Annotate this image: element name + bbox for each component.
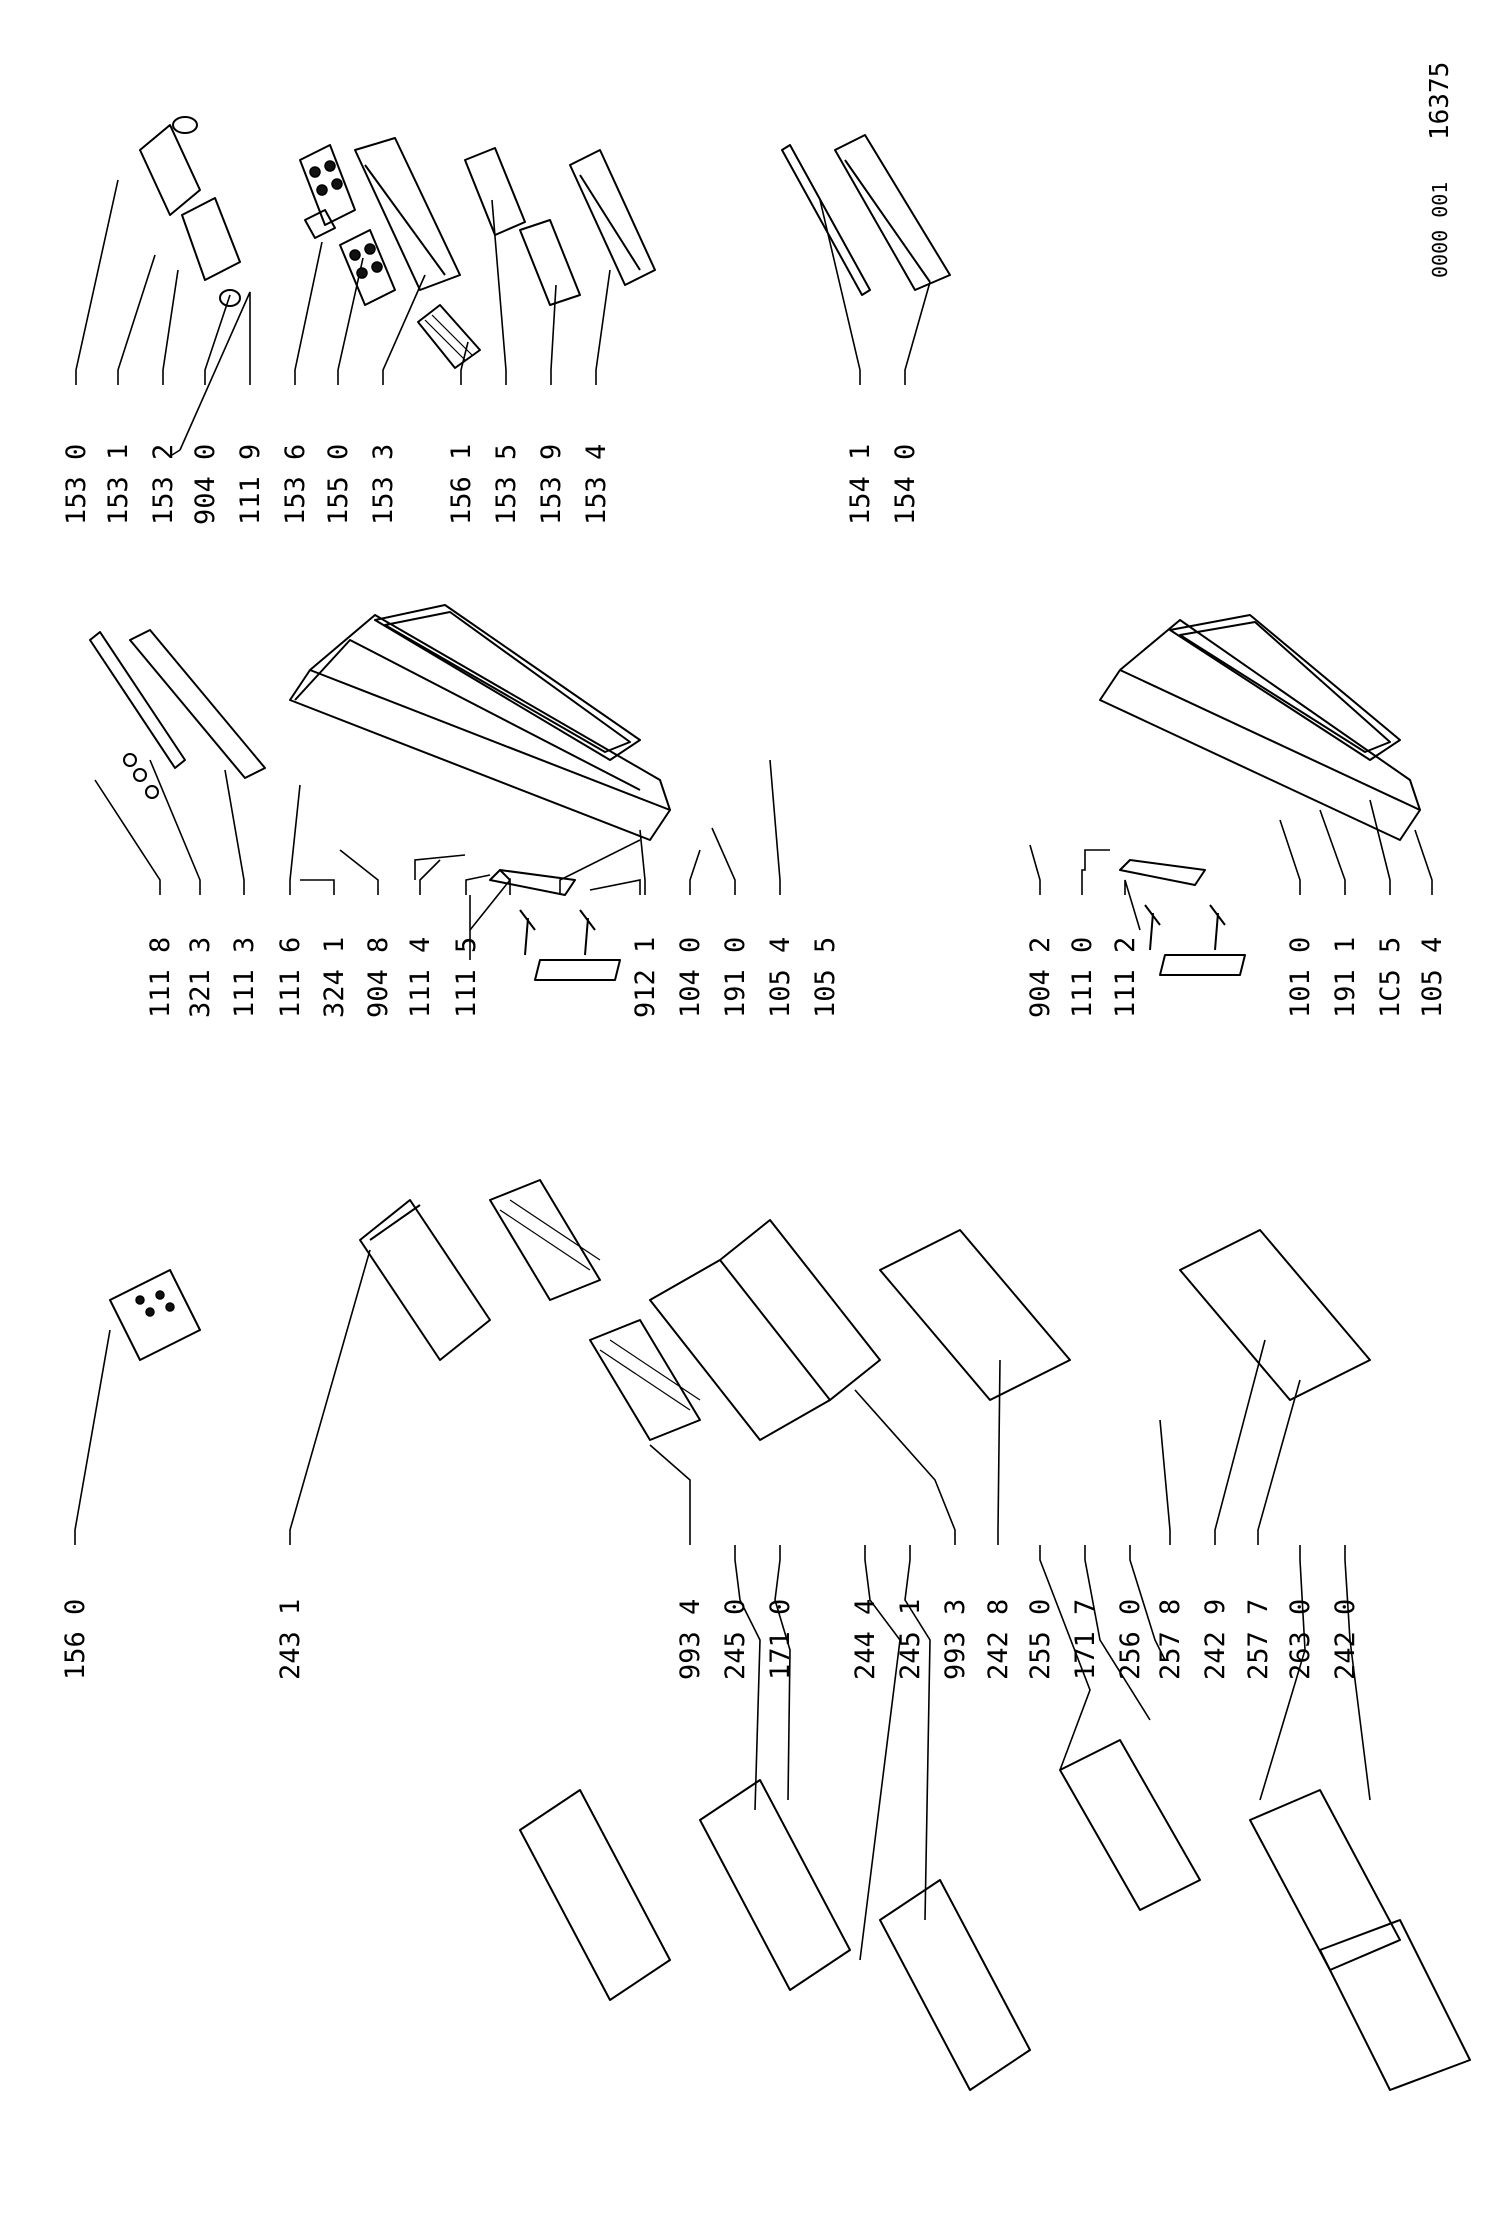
label-256-0: 256 0 bbox=[1115, 1599, 1146, 1680]
part-dairy-compartment-body bbox=[181, 197, 241, 307]
label-242-9: 242 9 bbox=[1200, 1599, 1231, 1680]
label-105-5: 105 5 bbox=[810, 937, 841, 1018]
part-door-bin-2 bbox=[519, 219, 581, 306]
part-door-panel-lower bbox=[1099, 619, 1421, 841]
label-321-3: 321 3 bbox=[185, 937, 216, 1018]
label-153-0: 153 0 bbox=[61, 444, 92, 525]
label-257-8: 257 8 bbox=[1155, 1599, 1186, 1680]
labels-top-right: 153 0 153 1 153 2 904 0 111 9 153 6 155 … bbox=[61, 444, 921, 525]
part-hinge-upper bbox=[489, 869, 576, 896]
label-153-9: 153 9 bbox=[536, 444, 567, 525]
part-crisper-drawer-1 bbox=[649, 1219, 881, 1441]
label-105-4-upper: 105 4 bbox=[765, 937, 796, 1018]
label-153-6: 153 6 bbox=[280, 444, 311, 525]
part-door-shelf-large bbox=[569, 149, 656, 286]
label-153-5: 153 5 bbox=[491, 444, 522, 525]
part-egg-tray-2 bbox=[339, 229, 396, 306]
label-153-2: 153 2 bbox=[148, 444, 179, 525]
label-156-1: 156 1 bbox=[446, 444, 477, 525]
label-242-0: 242 0 bbox=[1330, 1599, 1361, 1680]
part-hinge-pins bbox=[123, 753, 159, 799]
label-154-0: 154 0 bbox=[890, 444, 921, 525]
part-crisper-cover bbox=[489, 1179, 601, 1301]
part-wire-shelf-2 bbox=[699, 1779, 851, 1991]
label-155-0: 155 0 bbox=[323, 444, 354, 525]
part-door-gasket-lower bbox=[1169, 614, 1401, 761]
label-154-1: 154 1 bbox=[845, 444, 876, 525]
part-bottle-shelf bbox=[834, 134, 951, 291]
label-904-2: 904 2 bbox=[1025, 937, 1056, 1018]
label-156-0: 156 0 bbox=[60, 1599, 91, 1680]
label-324-1: 324 1 bbox=[319, 937, 350, 1018]
label-153-4: 153 4 bbox=[581, 444, 612, 525]
label-912-1: 912 1 bbox=[630, 937, 661, 1018]
part-bottle-holder bbox=[417, 304, 481, 369]
part-cover-strip-upper bbox=[534, 959, 621, 981]
part-clip bbox=[304, 209, 336, 239]
part-glass-shelf bbox=[359, 1199, 491, 1361]
part-door-bin-1 bbox=[464, 147, 526, 236]
part-egg-tray-1 bbox=[299, 144, 356, 226]
label-191-1: 191 1 bbox=[1330, 937, 1361, 1018]
part-cover-strip-lower bbox=[1159, 954, 1246, 976]
label-104-0: 104 0 bbox=[675, 937, 706, 1018]
leader-lines bbox=[74, 179, 1433, 1961]
part-wire-shelf-3 bbox=[879, 1879, 1031, 2091]
part-freezer-drawer-1 bbox=[879, 1229, 1071, 1401]
label-171-0: 171 0 bbox=[765, 1599, 796, 1680]
part-freezer-basket-1 bbox=[1249, 1789, 1401, 1971]
label-904-8: 904 8 bbox=[363, 937, 394, 1018]
part-door-panel-upper bbox=[289, 614, 671, 841]
label-904-0: 904 0 bbox=[190, 444, 221, 525]
label-101-0: 101 0 bbox=[1285, 937, 1316, 1018]
label-111-4: 111 4 bbox=[405, 937, 436, 1018]
part-door-gasket-upper bbox=[374, 604, 641, 761]
label-263-0: 263 0 bbox=[1285, 1599, 1316, 1680]
drawing-id: 16375 bbox=[1425, 62, 1455, 140]
label-153-1: 153 1 bbox=[103, 444, 134, 525]
label-105-4-lower: 105 4 bbox=[1417, 937, 1448, 1018]
label-153-3: 153 3 bbox=[368, 444, 399, 525]
label-111-0: 111 0 bbox=[1067, 937, 1098, 1018]
label-111-6: 111 6 bbox=[275, 937, 306, 1018]
part-screws-lower bbox=[1144, 904, 1226, 951]
part-screws-upper bbox=[519, 909, 596, 956]
label-244-4: 244 4 bbox=[850, 1599, 881, 1680]
label-111-2: 111 2 bbox=[1110, 937, 1141, 1018]
label-191-0: 191 0 bbox=[720, 937, 751, 1018]
part-hinge-lower bbox=[1119, 859, 1206, 886]
part-dairy-compartment-lid bbox=[139, 116, 201, 216]
part-handle-bar bbox=[89, 629, 266, 779]
label-993-4: 993 4 bbox=[675, 1599, 706, 1680]
label-245-1: 245 1 bbox=[895, 1599, 926, 1680]
labels-upper-door: 111 8 321 3 111 3 111 6 324 1 904 8 111 … bbox=[145, 937, 841, 1018]
label-993-3: 993 3 bbox=[940, 1599, 971, 1680]
part-door-shelf-small bbox=[354, 137, 461, 291]
label-1c5-5: 1C5 5 bbox=[1375, 937, 1406, 1018]
label-111-5: 111 5 bbox=[451, 937, 482, 1018]
part-ice-tray bbox=[109, 1269, 201, 1361]
labels-lower-door: 904 2 111 0 111 2 101 0 191 1 1C5 5 105 … bbox=[1025, 937, 1448, 1018]
part-freezer-flap bbox=[1059, 1739, 1201, 1911]
part-wire-shelf-1 bbox=[519, 1789, 671, 2001]
document-number: 0000 001 bbox=[1428, 182, 1452, 278]
label-171-7: 171 7 bbox=[1070, 1599, 1101, 1680]
label-245-0: 245 0 bbox=[720, 1599, 751, 1680]
part-bottle-shelf-bar bbox=[781, 144, 871, 296]
label-257-7: 257 7 bbox=[1243, 1599, 1274, 1680]
labels-left-lower: 156 0 243 1 993 4 245 0 171 0 244 4 245 … bbox=[60, 1599, 1361, 1680]
part-freezer-drawer-2 bbox=[1179, 1229, 1371, 1401]
label-242-8: 242 8 bbox=[983, 1599, 1014, 1680]
label-111-3: 111 3 bbox=[229, 937, 260, 1018]
label-255-0: 255 0 bbox=[1025, 1599, 1056, 1680]
label-243-1: 243 1 bbox=[275, 1599, 306, 1680]
part-crisper-grid bbox=[589, 1319, 701, 1441]
label-111-9: 111 9 bbox=[235, 444, 266, 525]
part-freezer-basket-2 bbox=[1319, 1919, 1471, 2091]
label-111-8: 111 8 bbox=[145, 937, 176, 1018]
